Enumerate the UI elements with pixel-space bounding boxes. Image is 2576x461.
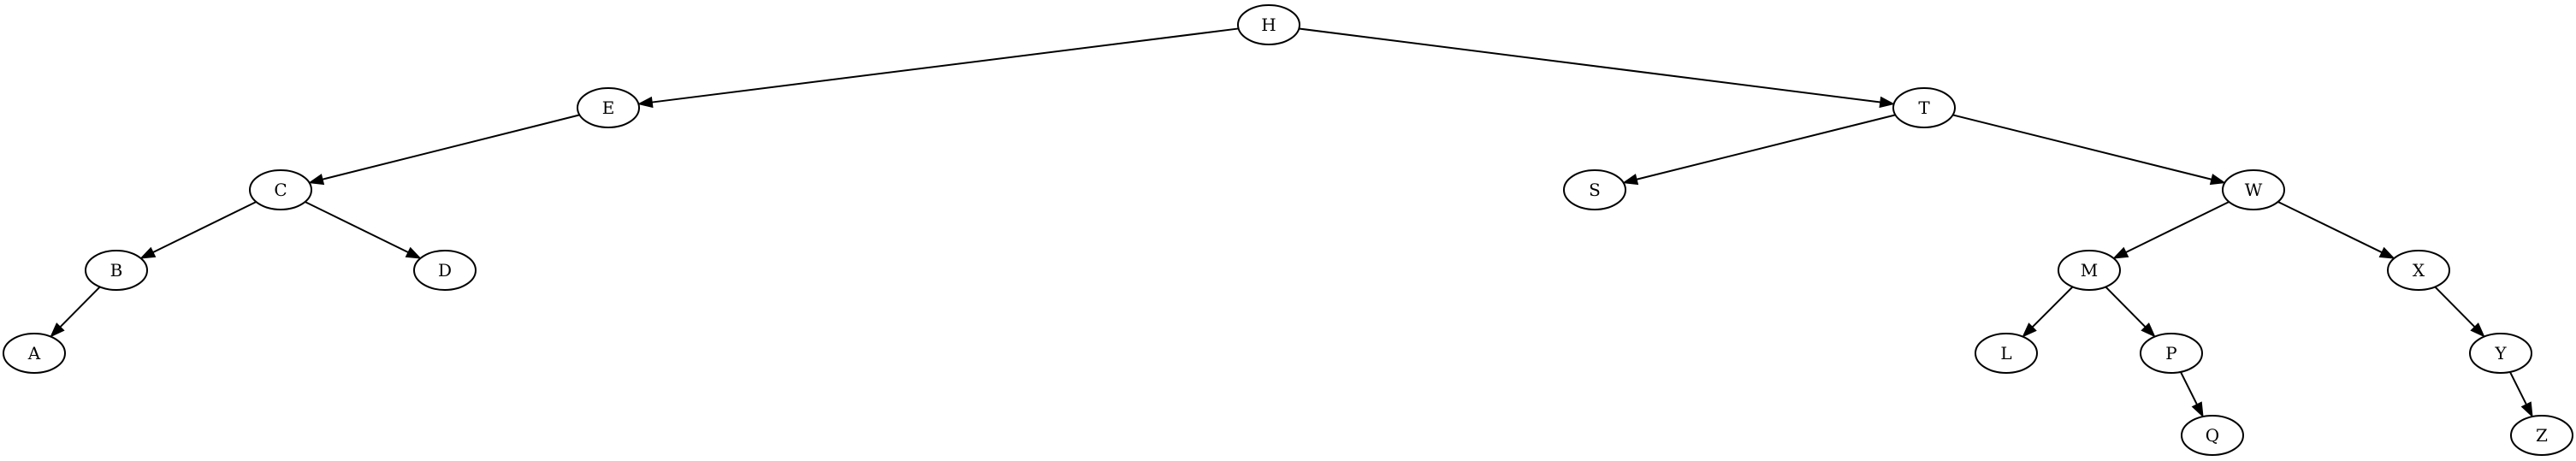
node-label: Y	[2494, 343, 2507, 363]
node-ellipse	[2058, 250, 2121, 291]
node-T: T	[1892, 87, 1956, 128]
node-ellipse	[85, 250, 148, 291]
arrowhead-icon	[50, 322, 65, 338]
node-label: B	[110, 260, 123, 281]
node-C: C	[249, 169, 312, 210]
arrowhead-icon	[2378, 246, 2395, 259]
node-H: H	[1237, 4, 1300, 45]
edge-H-T	[1299, 27, 1880, 103]
node-label: D	[438, 260, 452, 281]
node-label: Z	[2536, 425, 2548, 446]
edge-T-S	[1636, 114, 1896, 180]
edge-T-W	[1952, 114, 2212, 180]
node-M: M	[2058, 250, 2121, 291]
arrowhead-icon	[2112, 246, 2129, 259]
edge-P-Q	[2180, 371, 2198, 405]
edge-W-M	[2125, 201, 2230, 253]
node-Z: Z	[2510, 415, 2573, 456]
node-label: E	[602, 98, 615, 118]
node-Y: Y	[2469, 333, 2532, 374]
node-ellipse	[2469, 333, 2532, 374]
node-X: X	[2387, 250, 2450, 291]
edge-E-C	[322, 114, 580, 180]
node-label: H	[1261, 15, 1276, 35]
node-ellipse	[577, 87, 640, 128]
nodes-layer: H E T C S W B D M X A L P Y Q Z	[3, 4, 2573, 456]
node-ellipse	[2140, 333, 2203, 374]
node-ellipse	[2387, 250, 2450, 291]
node-label: T	[1918, 98, 1930, 118]
node-ellipse	[2222, 169, 2285, 210]
node-ellipse	[249, 169, 312, 210]
edges-layer	[50, 27, 2533, 418]
node-label: W	[2245, 180, 2263, 200]
node-ellipse	[1563, 169, 1626, 210]
edge-C-B	[152, 201, 257, 253]
node-ellipse	[1237, 4, 1300, 45]
node-ellipse	[2510, 415, 2573, 456]
node-ellipse	[2181, 415, 2244, 456]
node-B: B	[85, 250, 148, 291]
node-label: M	[2081, 260, 2098, 281]
arrowhead-icon	[2022, 322, 2037, 338]
node-label: L	[2000, 343, 2011, 363]
edge-W-X	[2277, 201, 2383, 253]
node-label: C	[274, 180, 287, 200]
arrowhead-icon	[308, 174, 325, 186]
node-ellipse	[3, 333, 66, 374]
node-W: W	[2222, 169, 2285, 210]
node-D: D	[413, 250, 477, 291]
node-ellipse	[1975, 333, 2038, 374]
node-label: Q	[2206, 425, 2219, 446]
edge-C-D	[305, 201, 409, 253]
node-Q: Q	[2181, 415, 2244, 456]
arrowhead-icon	[1622, 174, 1639, 186]
edge-Y-Z	[2509, 371, 2527, 405]
arrowhead-icon	[405, 246, 422, 259]
arrowhead-icon	[2520, 401, 2533, 418]
node-label: P	[2165, 343, 2176, 363]
node-ellipse	[413, 250, 477, 291]
node-E: E	[577, 87, 640, 128]
node-ellipse	[1892, 87, 1956, 128]
edge-B-A	[59, 286, 101, 328]
arrowhead-icon	[1879, 96, 1896, 109]
arrowhead-icon	[2141, 322, 2156, 338]
edge-H-E	[652, 27, 1239, 103]
node-L: L	[1975, 333, 2038, 374]
arrowhead-icon	[2470, 322, 2485, 338]
node-label: X	[2413, 260, 2425, 281]
arrowhead-icon	[2209, 174, 2226, 186]
edge-X-Y	[2434, 286, 2476, 328]
node-S: S	[1563, 169, 1626, 210]
node-label: S	[1589, 180, 1601, 200]
edge-M-P	[2105, 286, 2147, 328]
edge-M-L	[2031, 286, 2074, 328]
node-P: P	[2140, 333, 2203, 374]
arrowhead-icon	[139, 246, 157, 259]
arrowhead-icon	[637, 96, 654, 109]
arrowhead-icon	[2191, 401, 2204, 418]
node-label: A	[27, 343, 41, 363]
node-A: A	[3, 333, 66, 374]
